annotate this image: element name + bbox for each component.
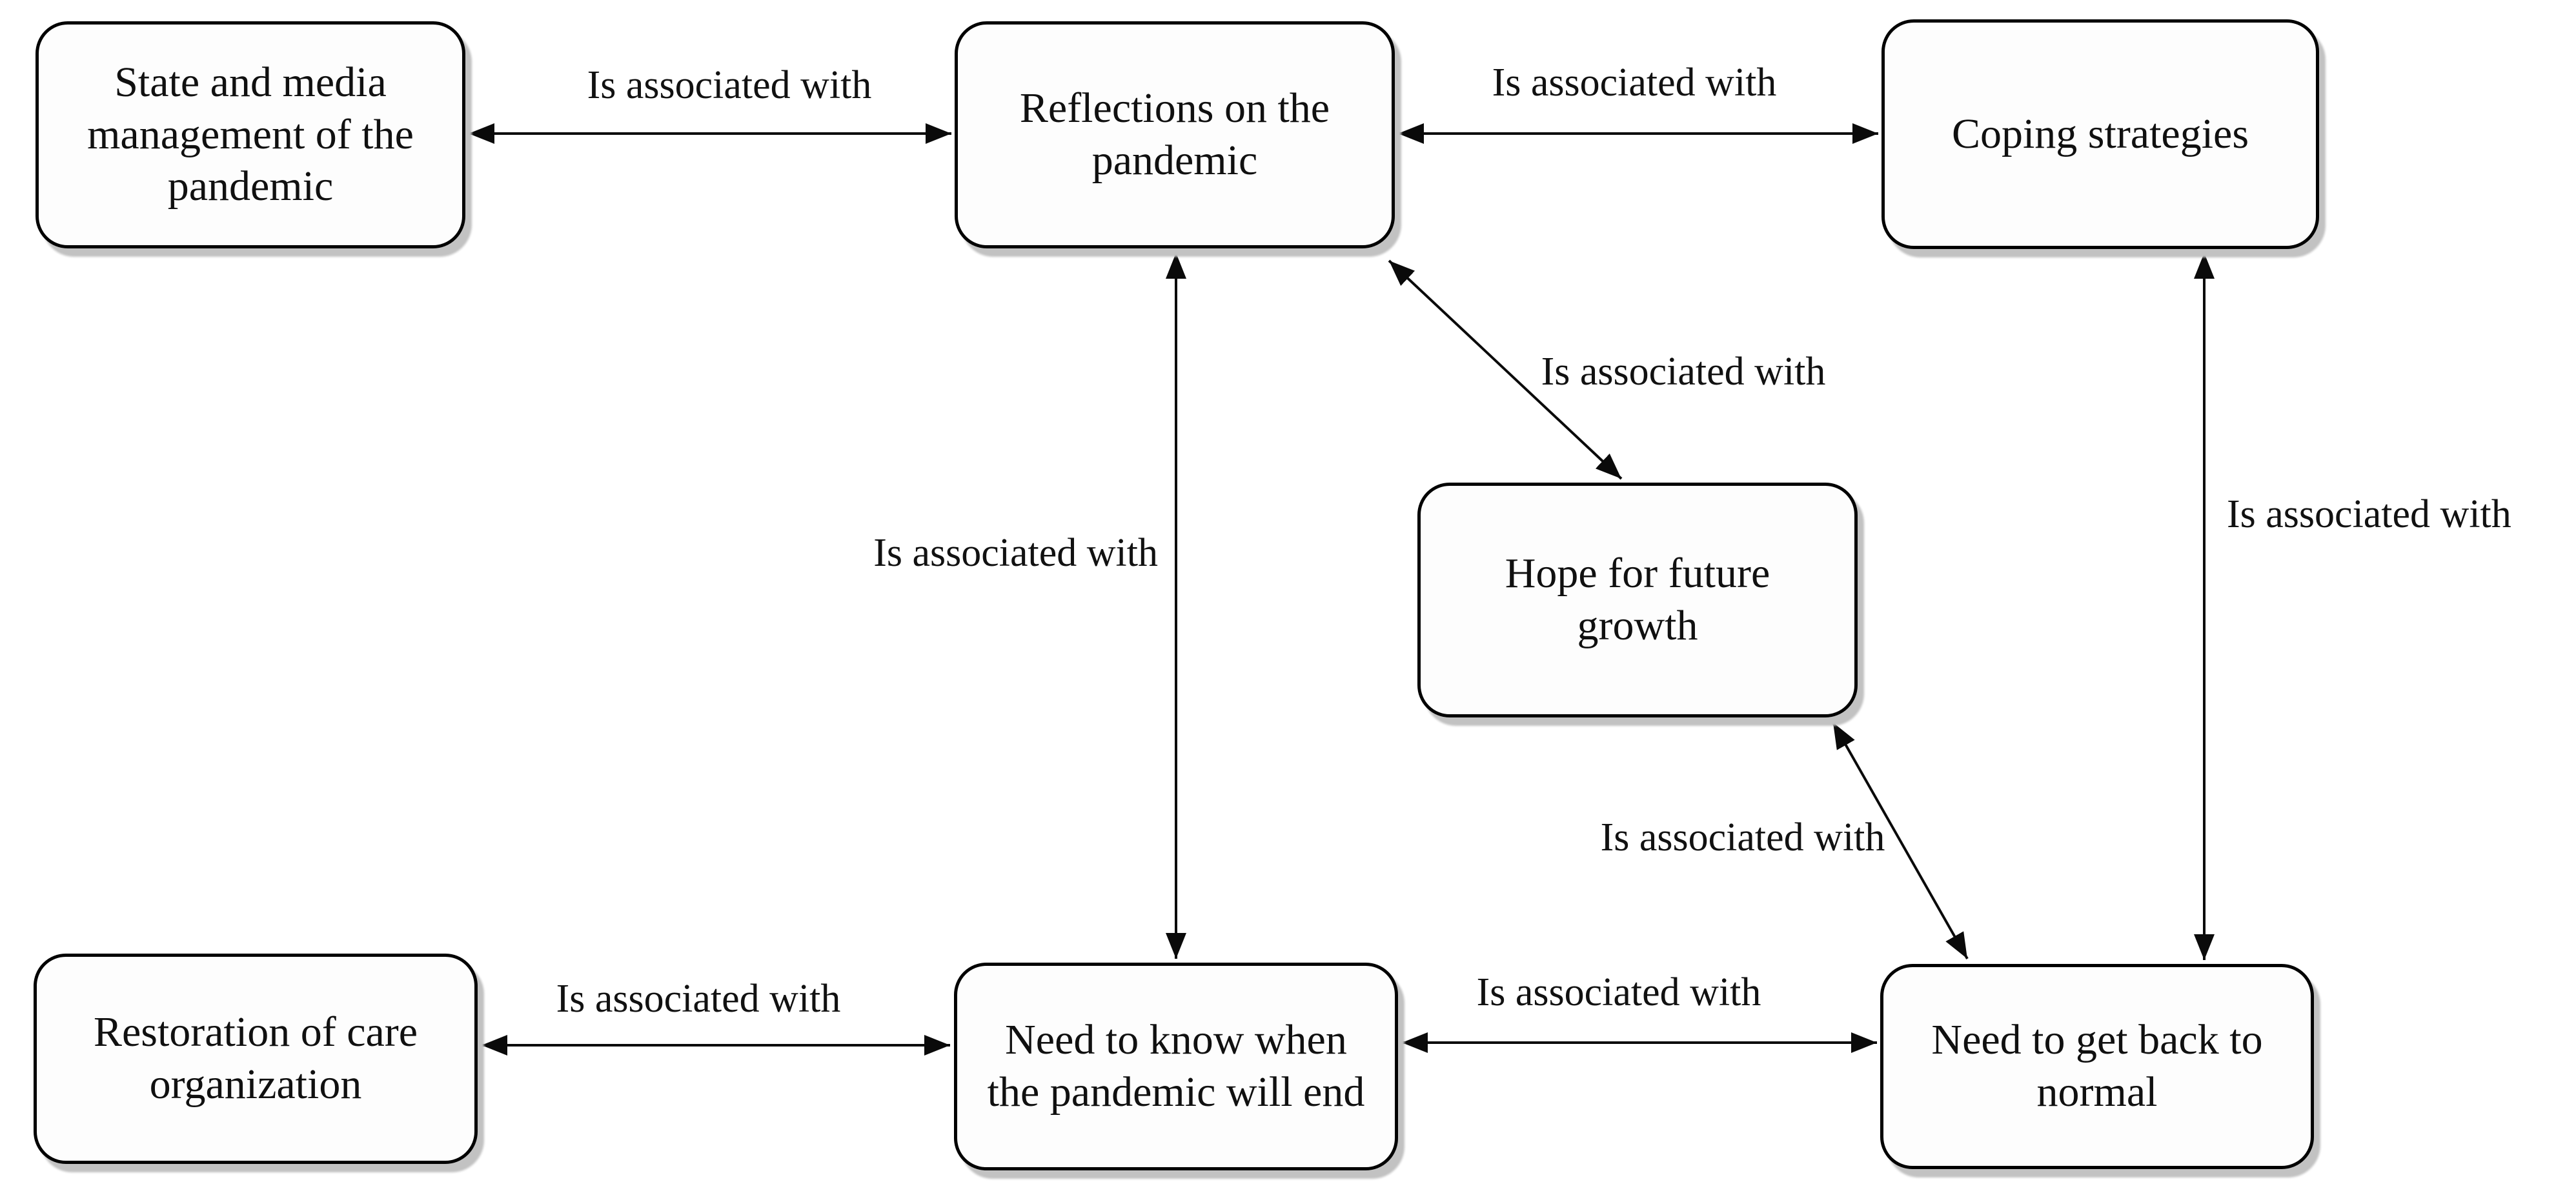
node-coping-strategies: Coping strategies [1881,19,2319,249]
node-need-to-get-back-normal: Need to get back to normal [1880,964,2314,1169]
edge-coping-need-normal-label: Is associated with [2227,492,2511,536]
node-need-to-know-when-end: Need to know when the pandemic will end [954,963,1398,1170]
edge-restoration-need-know-label: Is associated with [556,977,841,1021]
edge-hope-need-normal-label: Is associated with [1601,816,1885,859]
edge-hope-need-normal-line [1832,722,1969,959]
edge-need-know-need-normal-label: Is associated with [1477,970,1761,1014]
node-state-media-management: State and media management of the pandem… [35,21,465,248]
edge-reflections-hope-line [1388,259,1623,480]
edge-reflections-need-know-label: Is associated with [873,531,1158,575]
edge-reflections-coping-label: Is associated with [1492,61,1777,105]
node-reflections-on-pandemic: Reflections on the pandemic [955,21,1395,248]
node-restoration-of-care: Restoration of care organization [34,954,478,1164]
edge-state-media-reflections-label: Is associated with [587,63,872,107]
node-hope-for-future-growth: Hope for future growth [1417,483,1858,717]
edge-reflections-hope-label: Is associated with [1541,350,1826,394]
